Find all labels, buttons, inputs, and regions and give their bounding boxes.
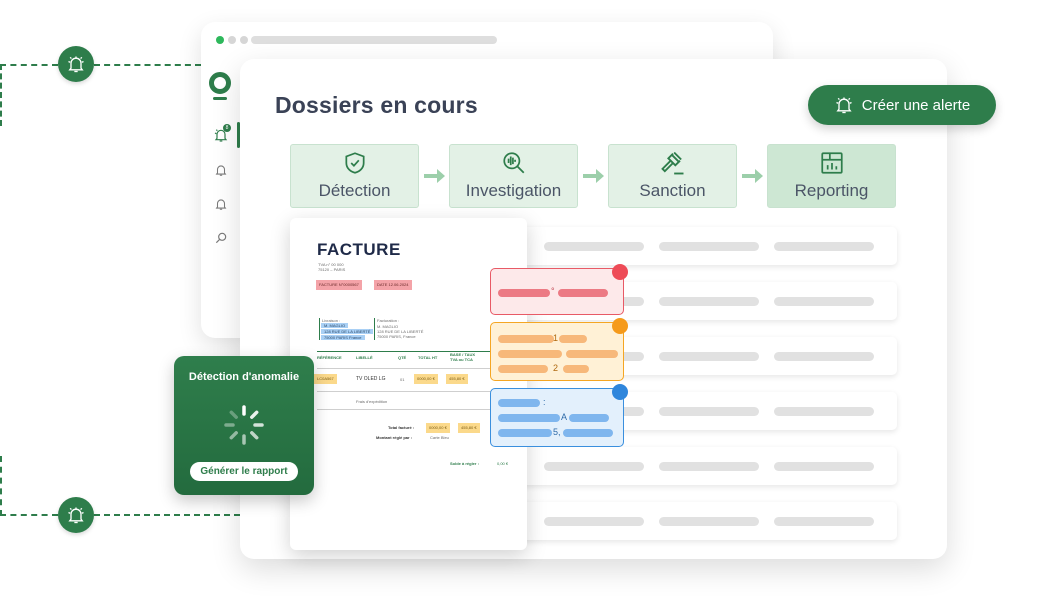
connector-bottom-vertical bbox=[0, 456, 2, 516]
billing-line: 75000 PARIS, France bbox=[377, 334, 416, 339]
sidebar-search-icon[interactable] bbox=[213, 230, 229, 246]
note-glyph: 1 bbox=[553, 333, 559, 343]
shipping-label: Frais d'expédition bbox=[356, 399, 388, 404]
window-controls bbox=[216, 36, 248, 44]
anomaly-detection-card: Détection d'anomalie Générer le rapport bbox=[174, 356, 314, 495]
balance-label: Solde à régler : bbox=[450, 461, 479, 466]
detection-card-title: Détection d'anomalie bbox=[188, 371, 300, 383]
table-top-rule bbox=[317, 351, 517, 352]
billing-divider bbox=[374, 318, 375, 340]
row-rule bbox=[317, 391, 517, 392]
total-base: 455,80 € bbox=[458, 423, 480, 433]
paid-value: Carte Bleu bbox=[430, 435, 449, 440]
billing-label: Facturation : bbox=[377, 318, 400, 323]
anomaly-note-blue[interactable]: : A 5, bbox=[490, 388, 624, 447]
invoice-date-tag: DATE 12.06.2024 bbox=[374, 280, 412, 290]
app-logo bbox=[209, 72, 231, 94]
row-label: TV OLED LG bbox=[356, 376, 386, 382]
arrow-right-icon bbox=[419, 144, 449, 208]
generate-report-button[interactable]: Générer le rapport bbox=[190, 462, 298, 481]
note-glyph: 5, bbox=[553, 427, 561, 437]
total-value: 0000,00 € bbox=[426, 423, 450, 433]
arrow-right-icon bbox=[737, 144, 767, 208]
sidebar-badge: 8 bbox=[223, 124, 231, 132]
address-bar[interactable] bbox=[251, 36, 497, 44]
sidebar-bell-alert-icon[interactable]: 8 bbox=[213, 124, 231, 143]
step-sanction[interactable]: Sanction bbox=[608, 144, 737, 208]
bell-alert-icon bbox=[834, 95, 854, 115]
column-header: LIBELLÉ bbox=[356, 355, 373, 360]
window-dot[interactable] bbox=[228, 36, 236, 44]
sidebar-bell-icon[interactable] bbox=[213, 162, 229, 178]
invoice-address-line: TVA n° 00 000 bbox=[318, 262, 344, 267]
total-label: Total facturé : bbox=[388, 425, 415, 430]
row-base: 455,80 € bbox=[446, 374, 468, 384]
client-label: Livraison : bbox=[322, 318, 341, 323]
invoice-title: FACTURE bbox=[317, 240, 401, 259]
status-dot-orange bbox=[612, 318, 628, 334]
billing-line: M. MAGLIO bbox=[377, 324, 399, 329]
list-item[interactable] bbox=[520, 502, 897, 540]
paid-label: Montant réglé par : bbox=[376, 435, 413, 440]
column-header: TOTAL HT bbox=[418, 355, 438, 360]
connector-top-right bbox=[94, 64, 201, 66]
note-glyph: A bbox=[561, 412, 568, 422]
shield-check-icon bbox=[341, 149, 369, 177]
status-dot-red bbox=[612, 264, 628, 280]
sidebar-active-indicator bbox=[237, 122, 240, 148]
table-header-rule bbox=[317, 368, 517, 369]
anomaly-note-orange[interactable]: 1 2 bbox=[490, 322, 624, 381]
row-qty: 01 bbox=[400, 377, 405, 382]
connector-bottom-horizontal bbox=[0, 514, 58, 516]
step-investigation[interactable]: Investigation bbox=[449, 144, 578, 208]
create-alert-button[interactable]: Créer une alerte bbox=[808, 85, 996, 125]
invoice-document: FACTURE TVA n° 00 000 75120 – PARIS FACT… bbox=[290, 218, 527, 550]
gavel-icon bbox=[659, 149, 687, 177]
balance-value: 0,00 € bbox=[497, 461, 509, 466]
column-header: RÉFÉRENCE bbox=[317, 355, 342, 360]
step-label: Investigation bbox=[465, 181, 562, 200]
invoice-address-line: 75120 – PARIS bbox=[318, 267, 346, 272]
client-line: 128 RUE DE LA LIBERTÉ bbox=[321, 329, 374, 334]
magnify-icon bbox=[500, 149, 528, 177]
step-reporting[interactable]: Reporting bbox=[767, 144, 896, 208]
step-label: Reporting bbox=[794, 181, 869, 200]
connector-bottom-right bbox=[94, 514, 240, 516]
step-detection[interactable]: Détection bbox=[290, 144, 419, 208]
client-line: 75000 PARIS France bbox=[321, 335, 365, 340]
column-header: QTÉ bbox=[398, 355, 407, 360]
create-alert-label: Créer une alerte bbox=[861, 96, 971, 114]
bell-alert-icon bbox=[58, 46, 94, 82]
connector-top-vertical bbox=[0, 64, 2, 126]
step-label: Détection bbox=[318, 181, 391, 200]
loading-spinner-icon bbox=[224, 405, 264, 445]
window-dot[interactable] bbox=[240, 36, 248, 44]
status-dot-blue bbox=[612, 384, 628, 400]
report-chart-icon bbox=[818, 149, 846, 177]
invoice-number-tag: FACTURE N°0000567 bbox=[316, 280, 362, 290]
row-total: 0000,00 € bbox=[414, 374, 438, 384]
list-item[interactable] bbox=[520, 227, 897, 265]
note-glyph: ° bbox=[551, 286, 555, 296]
bell-alert-icon bbox=[58, 497, 94, 533]
client-divider bbox=[319, 318, 320, 340]
arrow-right-icon bbox=[578, 144, 608, 208]
window-dot[interactable] bbox=[216, 36, 224, 44]
billing-line: 128 RUE DE LA LIBERTÉ bbox=[377, 329, 424, 334]
app-logo-underline bbox=[213, 97, 227, 100]
client-line: M. MAGLIO bbox=[321, 323, 349, 328]
list-item[interactable] bbox=[520, 447, 897, 485]
note-glyph: 2 bbox=[553, 363, 559, 373]
page-title: Dossiers en cours bbox=[275, 92, 478, 118]
workflow-steps: Détection Investigation Sanction bbox=[290, 144, 896, 208]
connector-top-horizontal bbox=[0, 64, 58, 66]
step-label: Sanction bbox=[639, 181, 706, 200]
sidebar-bell-icon[interactable] bbox=[213, 196, 229, 212]
note-glyph: : bbox=[543, 397, 546, 407]
row-reference: LC0A567 bbox=[314, 374, 337, 384]
anomaly-note-red[interactable]: ° bbox=[490, 268, 624, 315]
column-header: BASE / TAUX TVA ou TCA bbox=[450, 352, 476, 362]
shipping-rule bbox=[317, 409, 517, 410]
